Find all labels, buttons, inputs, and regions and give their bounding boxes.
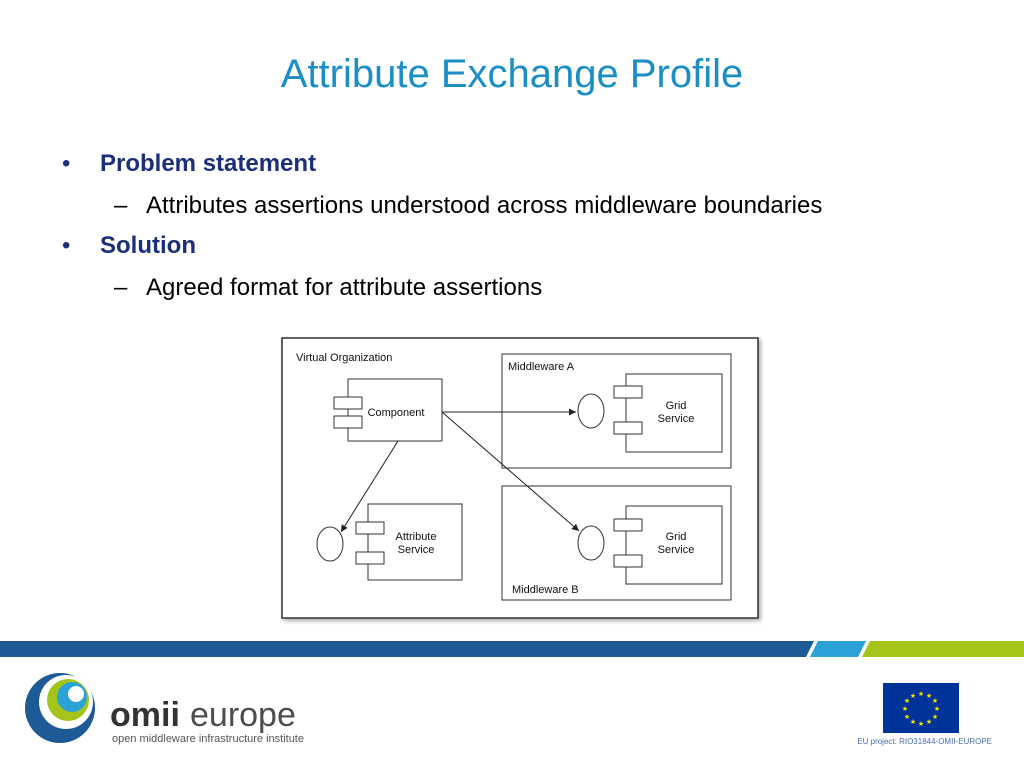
- bullet-marker: •: [62, 232, 71, 259]
- virtual-organization-label: Virtual Organization: [296, 352, 392, 364]
- attribute-service-label-line2: Service: [398, 544, 435, 556]
- footer-color-band: [0, 641, 1024, 657]
- attribute-service-box: [367, 503, 463, 581]
- bullet-text: Solution: [100, 232, 196, 259]
- grid-service-b-label-line1: Grid: [666, 531, 687, 543]
- eu-flag-icon: ★ ★ ★ ★ ★ ★ ★ ★ ★ ★ ★ ★: [883, 683, 959, 733]
- svg-text:★: ★: [902, 705, 908, 713]
- subbullet-marker: –: [114, 274, 128, 301]
- grid-service-a-interface: [577, 393, 605, 429]
- svg-text:★: ★: [926, 692, 932, 700]
- attribute-service-label-line1: Attribute: [396, 531, 437, 543]
- component-port-bottom: [333, 415, 363, 429]
- svg-text:★: ★: [904, 713, 910, 721]
- component-port-top: [333, 396, 363, 410]
- middleware-a-label: Middleware A: [508, 361, 575, 373]
- grid-service-a-label-line1: Grid: [666, 400, 687, 412]
- architecture-diagram: Virtual Organization Middleware A Grid S…: [281, 337, 759, 619]
- bullet-marker: •: [62, 150, 71, 177]
- arrow-component-to-grid-b: [441, 411, 580, 532]
- svg-text:★: ★: [932, 713, 938, 721]
- attribute-service-interface: [316, 526, 344, 562]
- grid-service-a-port-bottom: [613, 421, 643, 435]
- bullet-solution: • Solution: [62, 232, 196, 260]
- svg-text:★: ★: [932, 697, 938, 705]
- middleware-b-label: Middleware B: [512, 584, 579, 596]
- svg-text:★: ★: [934, 705, 940, 713]
- component-box: [347, 378, 443, 442]
- svg-text:★: ★: [910, 692, 916, 700]
- subbullet-problem-detail: –Attributes assertions understood across…: [114, 192, 822, 220]
- attribute-service-port-top: [355, 521, 385, 535]
- logo-wordmark-light: europe: [190, 696, 296, 734]
- grid-service-a-label-line2: Service: [658, 413, 695, 425]
- omii-europe-logo: omii europe open middleware infrastructu…: [22, 666, 322, 757]
- middleware-a-box: [501, 353, 732, 469]
- grid-service-b-port-top: [613, 518, 643, 532]
- middleware-b-box: [501, 485, 732, 601]
- attribute-service-port-bottom: [355, 551, 385, 565]
- component-label: Component: [368, 407, 425, 419]
- slide-title: Attribute Exchange Profile: [280, 52, 744, 96]
- logo-tagline: open middleware infrastructure institute: [112, 733, 304, 745]
- arrow-component-to-attribute-service: [340, 440, 399, 533]
- grid-service-b-label-line2: Service: [658, 544, 695, 556]
- subbullet-text: Attributes assertions understood across …: [146, 192, 823, 219]
- svg-text:★: ★: [904, 697, 910, 705]
- eu-project-caption: EU project: RIO31844-OMII-EUROPE: [857, 737, 992, 746]
- logo-wordmark-bold: omii: [110, 696, 180, 734]
- bullet-problem-statement: • Problem statement: [62, 150, 316, 178]
- subbullet-marker: –: [114, 192, 128, 219]
- subbullet-text: Agreed format for attribute assertions: [146, 274, 543, 301]
- grid-service-b-port-bottom: [613, 554, 643, 568]
- grid-service-a-port-top: [613, 385, 643, 399]
- svg-text:★: ★: [918, 720, 924, 728]
- bullet-text: Problem statement: [100, 150, 317, 177]
- svg-text:★: ★: [918, 690, 924, 698]
- svg-text:★: ★: [926, 718, 932, 726]
- subbullet-solution-detail: –Agreed format for attribute assertions: [114, 274, 542, 302]
- grid-service-b-interface: [577, 525, 605, 561]
- svg-text:★: ★: [910, 718, 916, 726]
